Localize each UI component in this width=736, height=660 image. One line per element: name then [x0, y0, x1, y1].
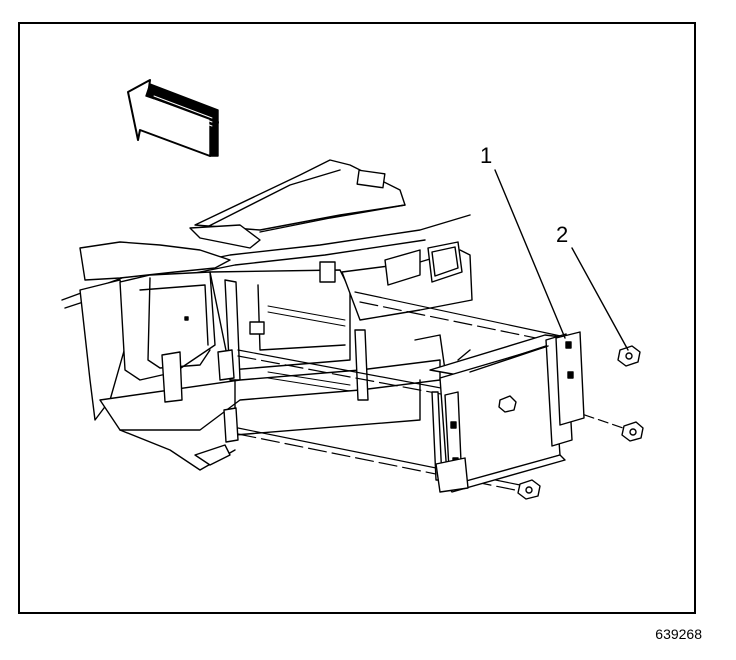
callout-1: 1	[480, 143, 493, 168]
nut-icon	[498, 345, 644, 500]
callout-2: 2	[556, 222, 569, 247]
callout-leaders	[494, 169, 629, 351]
module-bracket	[429, 331, 585, 493]
forward-arrow-icon	[127, 79, 219, 157]
vehicle-structure	[61, 159, 473, 471]
figure-reference-number: 639268	[655, 626, 702, 642]
